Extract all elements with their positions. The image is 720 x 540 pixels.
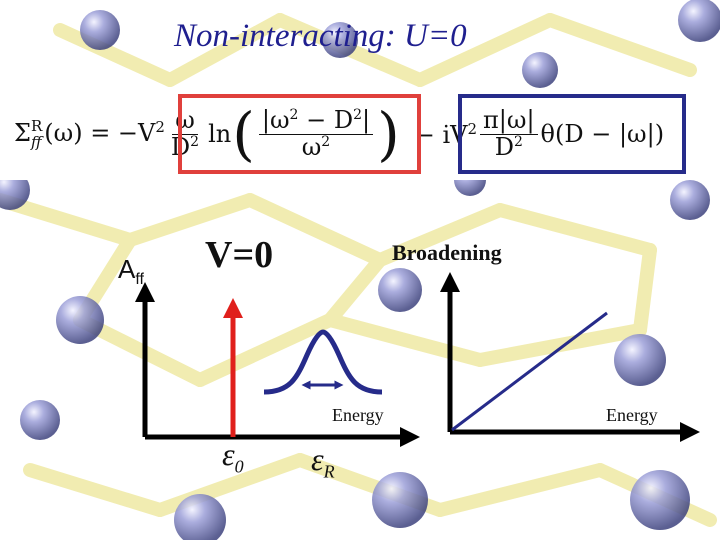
broadening-label: Broadening <box>392 240 502 265</box>
broadened-peak-curve <box>263 329 383 395</box>
theta-function: θ(D − |ω|) <box>540 120 665 148</box>
real-part-highlight-box <box>178 94 421 174</box>
aff-axis-label: Aff <box>118 254 144 289</box>
v-equals-zero-label: V=0 <box>205 234 274 276</box>
open-paren: ( <box>232 100 255 168</box>
log-argument-fraction: |ω2 − D2|ω2 <box>258 108 374 159</box>
imaginary-fraction: π|ω|D2 <box>480 108 538 159</box>
log-label: ln <box>208 120 232 148</box>
epsilon-r-label: εR <box>311 441 335 482</box>
close-paren: ) <box>377 100 400 168</box>
imaginary-part-highlight-box <box>458 94 686 174</box>
epsilon-zero-label: ε0 <box>222 436 244 477</box>
left-energy-axis-label: Energy <box>332 405 384 425</box>
broadening-diagonal-line <box>451 311 608 432</box>
right-energy-axis-label: Energy <box>606 405 658 425</box>
slide-title: Non-interacting: U=0 <box>174 18 467 54</box>
